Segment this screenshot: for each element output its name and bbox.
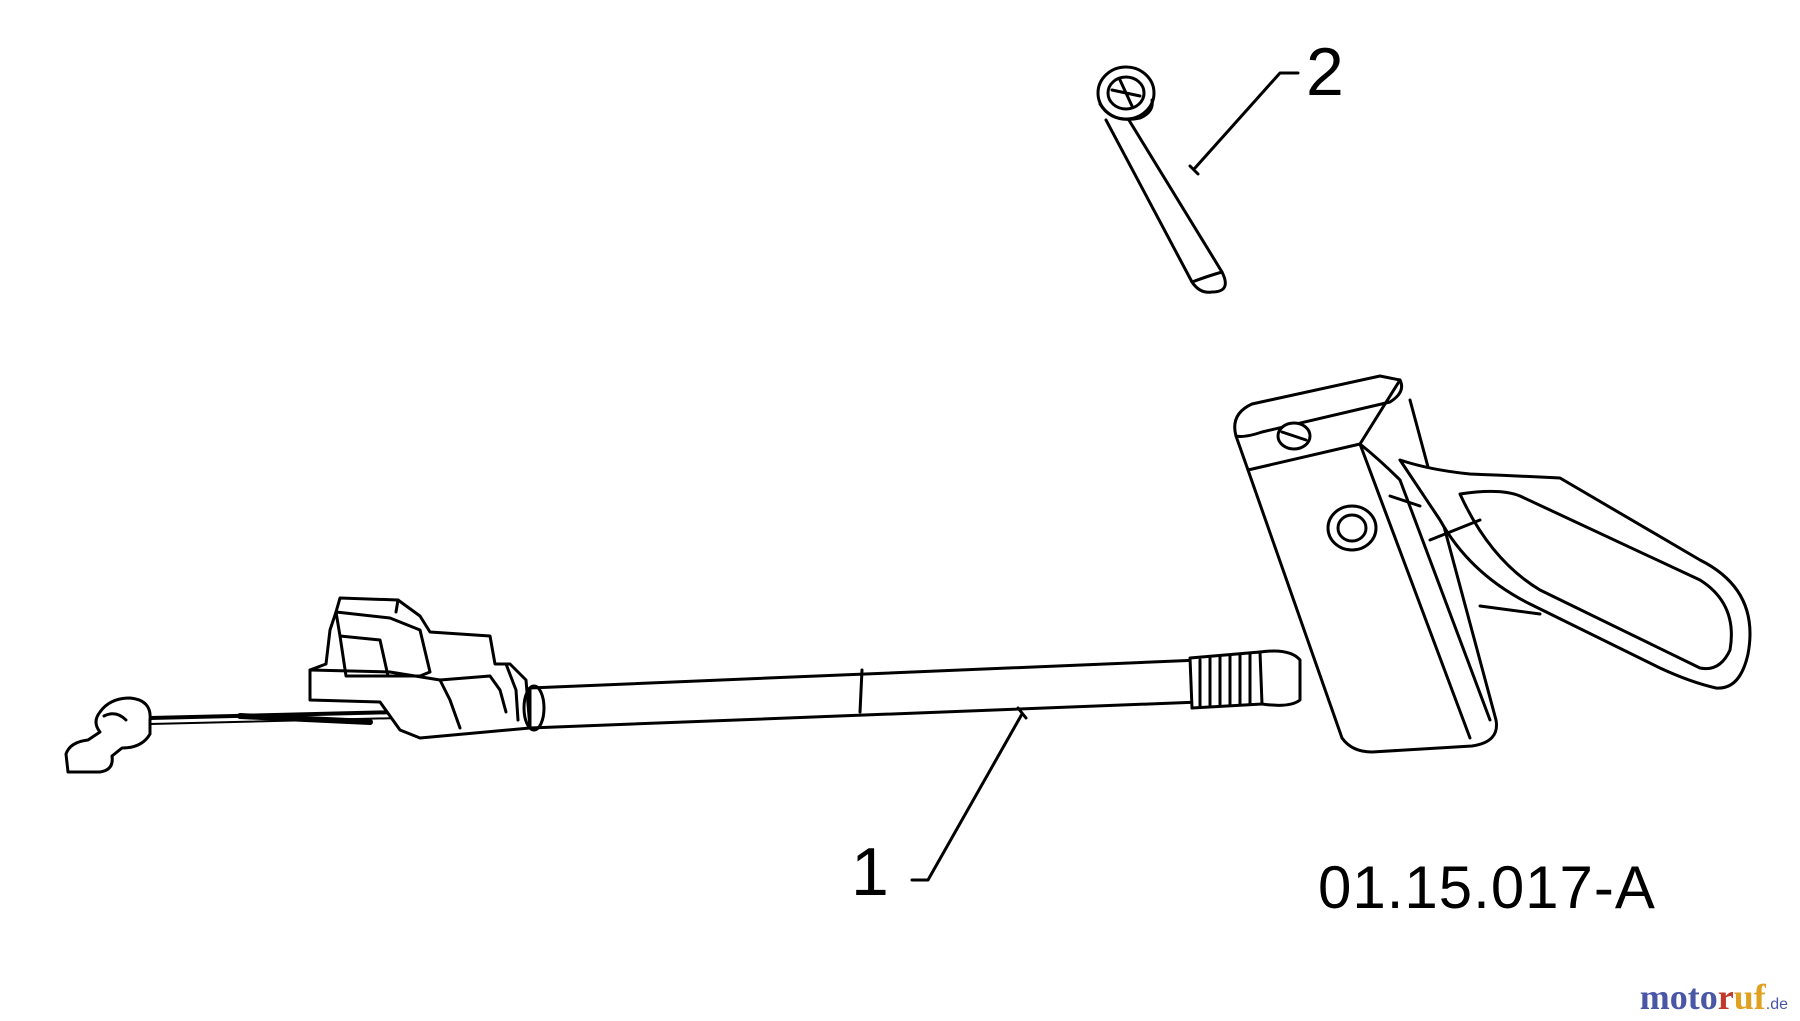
watermark-tld: .de xyxy=(1765,996,1788,1013)
watermark-letter: o xyxy=(1699,977,1718,1017)
leader-tick-1 xyxy=(1016,706,1028,720)
watermark-letter: f xyxy=(1753,977,1766,1017)
watermark-letter: m xyxy=(1639,977,1670,1017)
callout-label-2: 2 xyxy=(1306,34,1344,110)
drawing-code: 01.15.017-A xyxy=(1318,854,1656,921)
watermark-letter: r xyxy=(1717,977,1734,1017)
watermark-logo: motoruf.de xyxy=(1640,979,1788,1015)
pin-bolt xyxy=(1096,65,1227,294)
leader-tick-2 xyxy=(1188,164,1200,176)
leader-line-1 xyxy=(910,712,1024,882)
watermark-letter: t xyxy=(1687,977,1700,1017)
watermark-letter: u xyxy=(1733,977,1754,1017)
callout-label-1: 1 xyxy=(851,834,889,910)
leader-line-2 xyxy=(1193,71,1300,170)
cable-with-lever xyxy=(64,374,1752,774)
watermark-letter: o xyxy=(1669,977,1688,1017)
